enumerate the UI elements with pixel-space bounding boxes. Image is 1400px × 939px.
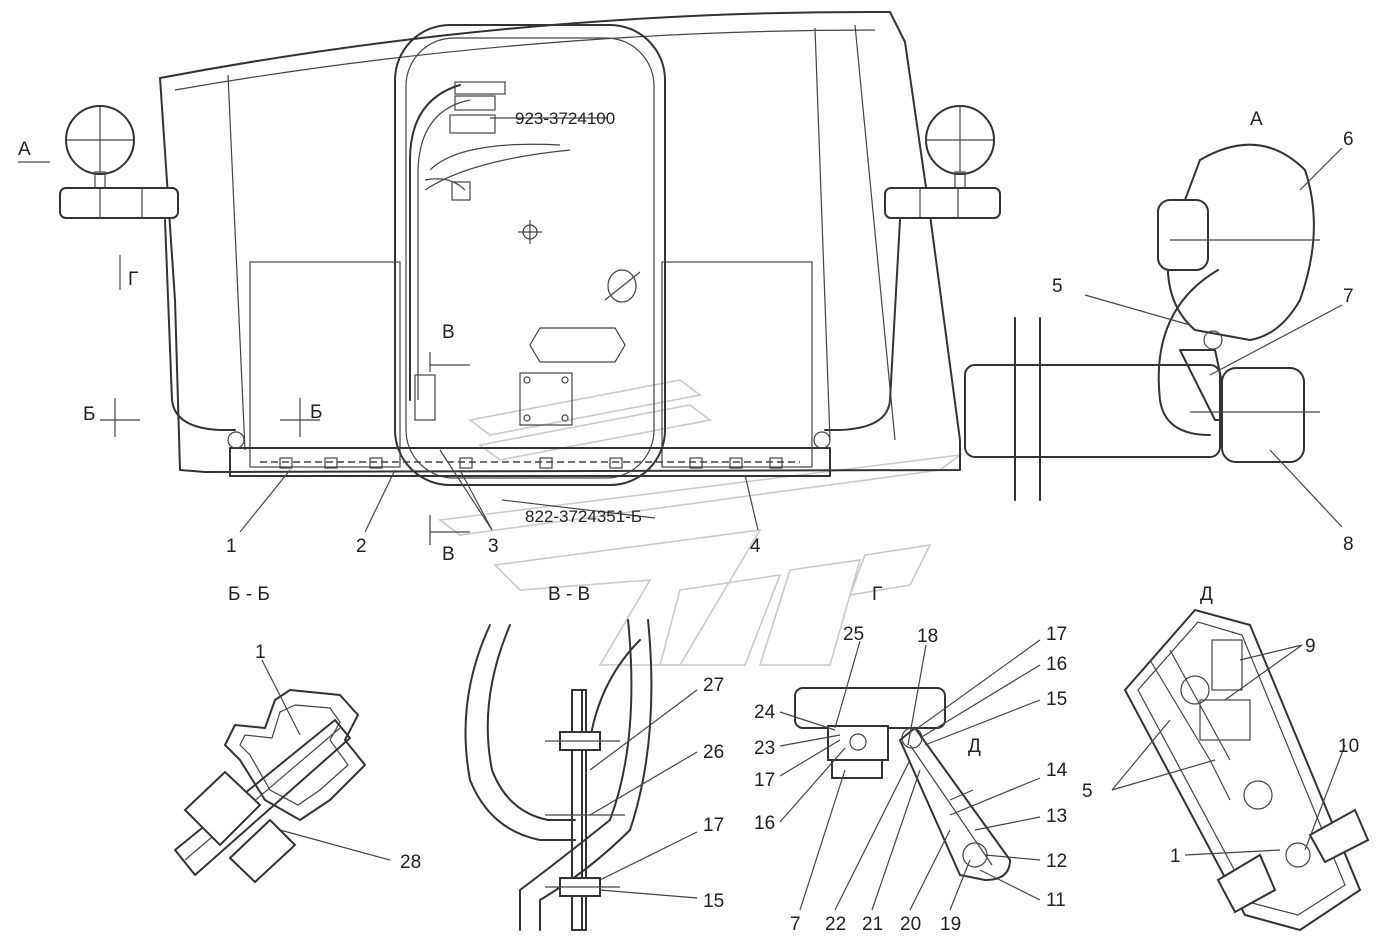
callout-5-view-d: 5 [1082, 781, 1093, 802]
callout-11: 11 [1046, 890, 1066, 911]
watermark-logo [437, 379, 963, 666]
callout-12: 12 [1046, 851, 1067, 872]
harness-top-part-number: 923-3724100 [515, 109, 615, 128]
cut-v-bottom-label: В [442, 544, 455, 565]
callout-16-view-g-left: 16 [754, 813, 775, 834]
callout-1-view-d: 1 [1170, 846, 1181, 867]
callout-13: 13 [1046, 806, 1067, 827]
section-bb-leaders [261, 659, 391, 861]
section-vv [464, 619, 653, 931]
callout-15-view-g: 15 [1046, 689, 1067, 710]
cut-v-top-label: В [442, 322, 455, 343]
view-a-title: А [1250, 109, 1263, 130]
callout-17-view-g-left: 17 [754, 770, 775, 791]
callout-16-view-g-right: 16 [1046, 654, 1067, 675]
callout-19: 19 [940, 914, 961, 935]
callout-2: 2 [356, 536, 367, 557]
section-vv-leaders [589, 689, 698, 899]
callout-24: 24 [754, 702, 776, 723]
harness-bottom-part-number: 822-3724351-Б [525, 507, 642, 526]
callout-18: 18 [917, 626, 938, 647]
callout-15-section-vv: 15 [703, 891, 724, 912]
view-g-title: Г [872, 584, 882, 605]
view-a-lamps [964, 143, 1320, 501]
view-d [1123, 608, 1370, 932]
cut-b-right-label: Б [310, 402, 322, 423]
callout-25: 25 [843, 624, 864, 645]
view-g [794, 687, 1012, 882]
callout-6: 6 [1343, 129, 1354, 150]
callout-20: 20 [900, 914, 921, 935]
view-d-title: Д [1200, 584, 1213, 605]
callout-7-view-g: 7 [790, 914, 801, 935]
view-titles: А Б - Б В - В Г Д [228, 109, 1263, 605]
section-bb-title: Б - Б [228, 584, 270, 605]
callout-17-section-vv: 17 [703, 815, 724, 836]
main-view-leaders [18, 117, 759, 545]
cut-markers: А Г Б Б В В Д [18, 139, 981, 757]
arrow-g-label: Г [128, 269, 138, 290]
callout-28: 28 [400, 852, 421, 873]
callout-26: 26 [703, 742, 724, 763]
callout-1-main: 1 [226, 536, 237, 557]
callout-8: 8 [1343, 534, 1354, 555]
callout-10: 10 [1338, 736, 1359, 757]
view-a-leaders [1084, 147, 1343, 528]
callout-27: 27 [703, 675, 724, 696]
view-d-leaders [1111, 644, 1346, 856]
callout-17-view-g-right: 17 [1046, 624, 1067, 645]
callout-23: 23 [754, 738, 775, 759]
arrow-a-label: А [18, 139, 31, 160]
callout-3: 3 [488, 536, 499, 557]
part-numbers: 923-3724100 822-3724351-Б [515, 109, 642, 526]
cab-rear-view [59, 10, 1001, 486]
section-bb [174, 689, 366, 884]
callout-numbers: 1 2 3 4 6 5 7 8 1 28 27 26 17 15 25 24 2… [226, 129, 1359, 935]
callout-1-section-bb: 1 [255, 642, 266, 663]
callout-14: 14 [1046, 760, 1068, 781]
section-vv-title: В - В [548, 584, 590, 605]
callout-9: 9 [1305, 636, 1316, 657]
callout-4: 4 [750, 536, 761, 557]
callout-5-view-a: 5 [1052, 276, 1063, 297]
view-g-leaders [779, 639, 1041, 911]
cut-b-left-label: Б [83, 404, 95, 425]
arrow-d-label: Д [968, 736, 981, 757]
callout-22: 22 [825, 914, 846, 935]
callout-7-view-a: 7 [1343, 286, 1354, 307]
callout-21: 21 [862, 914, 883, 935]
